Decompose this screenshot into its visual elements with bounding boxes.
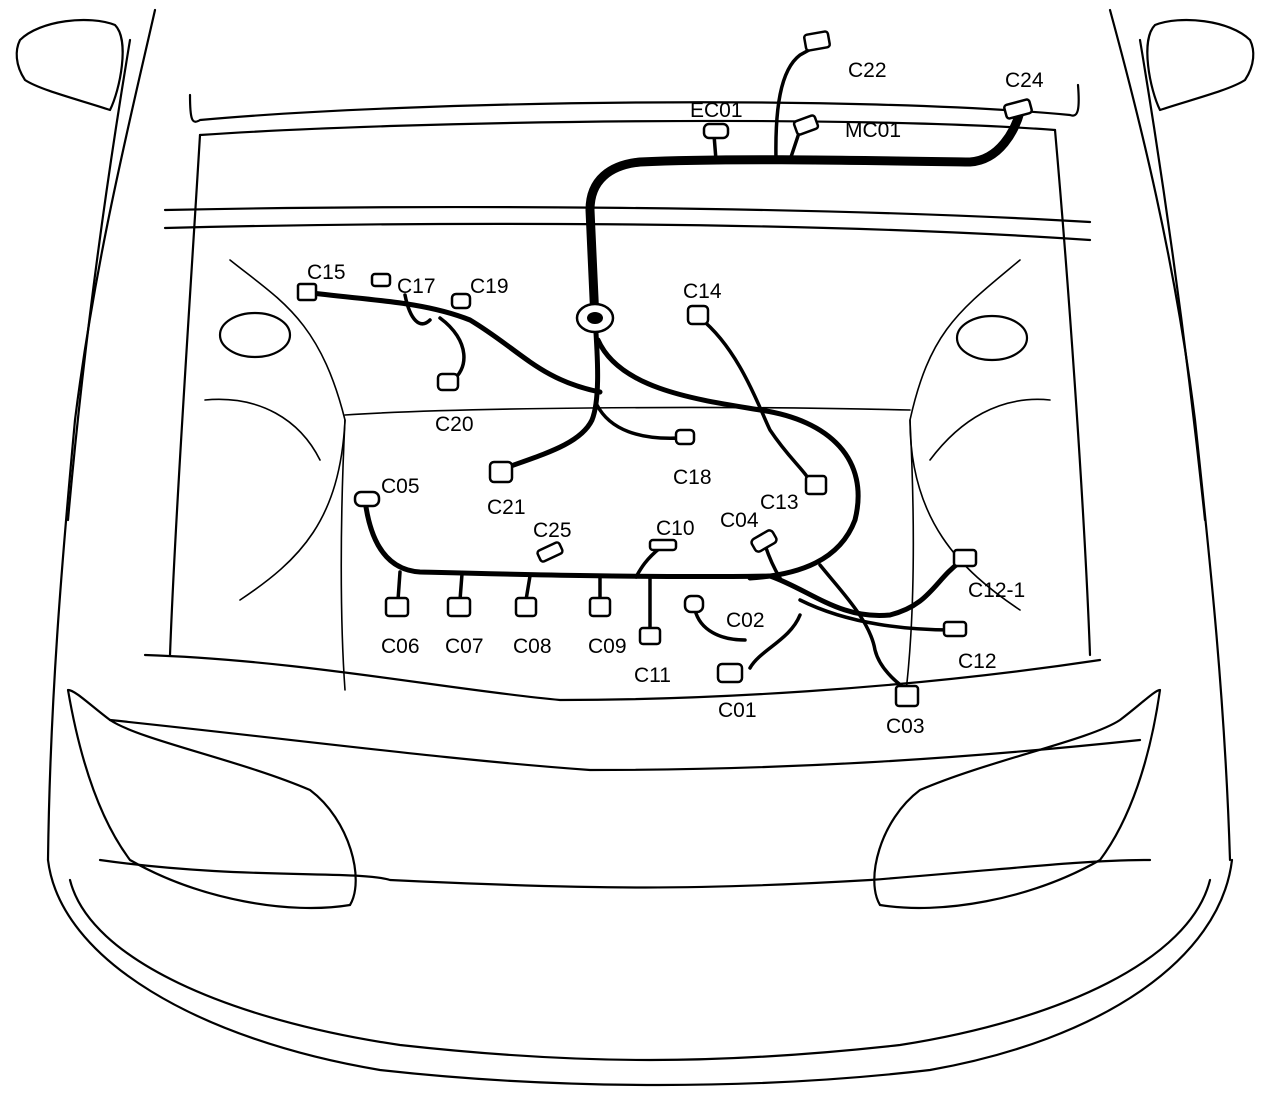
connector-c11 bbox=[638, 626, 662, 646]
label-c24: C24 bbox=[1005, 69, 1044, 92]
label-c12-1: C12-1 bbox=[968, 579, 1026, 602]
connector-c21 bbox=[488, 460, 514, 484]
label-c06: C06 bbox=[381, 635, 420, 658]
label-c07: C07 bbox=[445, 635, 484, 658]
label-c10: C10 bbox=[656, 517, 695, 540]
connector-c04 bbox=[750, 529, 778, 553]
connector-c08 bbox=[514, 596, 538, 618]
label-c19: C19 bbox=[470, 275, 509, 298]
wiring-harness bbox=[302, 43, 1025, 692]
connector-ec01 bbox=[702, 122, 730, 140]
connector-c20 bbox=[436, 372, 460, 392]
label-c21: C21 bbox=[487, 496, 526, 519]
label-c14: C14 bbox=[683, 280, 722, 303]
connector-shapes bbox=[296, 30, 1033, 708]
label-c12: C12 bbox=[958, 650, 997, 673]
label-c20: C20 bbox=[435, 413, 474, 436]
label-c01: C01 bbox=[718, 699, 757, 722]
label-mc01: MC01 bbox=[845, 119, 902, 142]
label-c25: C25 bbox=[533, 519, 572, 542]
connector-mc01 bbox=[792, 114, 820, 136]
connector-c25 bbox=[536, 541, 564, 563]
connector-c05 bbox=[353, 490, 381, 508]
connector-c10 bbox=[648, 538, 678, 552]
label-c11: C11 bbox=[634, 664, 671, 687]
connector-c17 bbox=[370, 272, 392, 288]
connector-c14 bbox=[686, 304, 710, 326]
label-c04: C04 bbox=[720, 509, 759, 532]
label-c15: C15 bbox=[307, 261, 346, 284]
label-c22: C22 bbox=[848, 59, 887, 82]
label-c17: C17 bbox=[397, 275, 436, 298]
label-c18: C18 bbox=[673, 466, 712, 489]
label-c13: C13 bbox=[760, 491, 799, 514]
car-body-outline bbox=[15, 8, 1255, 1087]
connector-c07 bbox=[446, 596, 472, 618]
connector-c18 bbox=[674, 428, 696, 446]
label-c08: C08 bbox=[513, 635, 552, 658]
label-ec01: EC01 bbox=[690, 99, 743, 122]
connector-c22 bbox=[803, 30, 831, 52]
label-c03: C03 bbox=[886, 715, 925, 738]
label-c02: C02 bbox=[726, 609, 765, 632]
connector-c19 bbox=[450, 292, 472, 310]
connector-c15 bbox=[296, 282, 318, 302]
connector-c12 bbox=[942, 620, 968, 638]
label-c09: C09 bbox=[588, 635, 627, 658]
connector-c09 bbox=[588, 596, 612, 618]
connector-c12-1 bbox=[952, 548, 978, 568]
connector-c13 bbox=[804, 474, 828, 496]
connector-c01 bbox=[716, 662, 744, 684]
connector-c02 bbox=[683, 594, 705, 614]
connector-c24 bbox=[1003, 98, 1033, 120]
connector-c03 bbox=[894, 684, 920, 708]
firewall-grommet bbox=[575, 302, 615, 334]
connector-c06 bbox=[384, 596, 410, 618]
label-c05: C05 bbox=[381, 475, 420, 498]
